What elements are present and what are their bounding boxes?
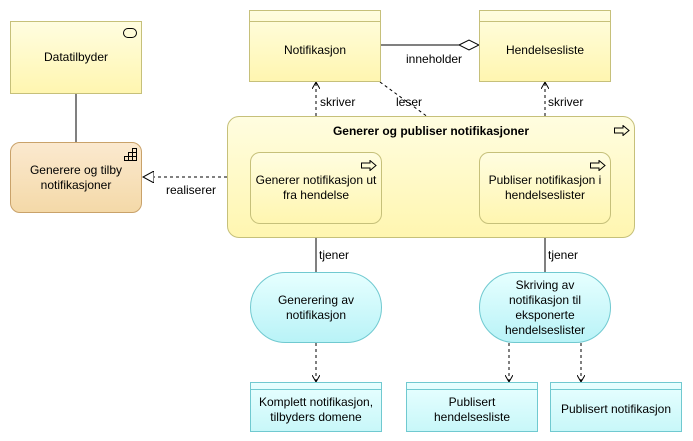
node-datatilbyder-label: Datatilbyder <box>43 50 109 64</box>
node-generere-tilby-label: Generere og tilby notifikasjoner <box>29 162 123 192</box>
label-leser: leser <box>396 95 423 109</box>
node-generere-tilby[interactable]: Generere og tilby notifikasjoner <box>10 142 142 213</box>
object-header-bar <box>407 383 537 390</box>
node-skriving-label: Skriving av notifikasjon til eksponerte … <box>504 277 586 337</box>
object-header-bar <box>250 11 380 22</box>
node-notifikasjon[interactable]: Notifikasjon <box>249 10 381 82</box>
node-publiser-notifikasjon[interactable]: Publiser notifikasjon i hendelseslister <box>479 152 611 224</box>
node-skriving[interactable]: Skriving av notifikasjon til eksponerte … <box>479 272 611 343</box>
node-publisert-notifikasjon-label: Publisert notifikasjon <box>560 402 672 416</box>
actor-icon <box>123 28 137 38</box>
node-publisert-notifikasjon[interactable]: Publisert notifikasjon <box>550 382 682 432</box>
node-generering-label: Generering av notifikasjon <box>277 292 355 322</box>
node-datatilbyder[interactable]: Datatilbyder <box>10 21 142 94</box>
object-header-bar <box>480 11 610 22</box>
label-skriver-right: skriver <box>548 95 584 109</box>
node-generer-notifikasjon-label: Generer notifikasjon ut fra hendelse <box>255 173 377 202</box>
node-publiser-notifikasjon-label: Publiser notifikasjon i hendelseslister <box>488 173 602 202</box>
process-arrow-icon <box>614 125 630 136</box>
object-header-bar <box>551 383 681 390</box>
process-arrow-icon <box>590 160 606 171</box>
label-tjener-left: tjener <box>319 248 350 262</box>
label-skriver-left: skriver <box>320 95 356 109</box>
node-generering[interactable]: Generering av notifikasjon <box>250 272 382 343</box>
node-komplett-label: Komplett notifikasjon, tilbyders domene <box>258 394 374 424</box>
process-arrow-icon <box>361 160 377 171</box>
node-notifikasjon-label: Notifikasjon <box>283 42 347 57</box>
label-realiserer: realiserer <box>166 183 217 197</box>
node-publisert-liste[interactable]: Publisert hendelsesliste <box>406 382 538 432</box>
business-service-icon <box>124 148 137 161</box>
node-generer-notifikasjon[interactable]: Generer notifikasjon ut fra hendelse <box>250 152 382 224</box>
node-publisert-liste-label: Publisert hendelsesliste <box>433 394 511 424</box>
group-title: Generer og publiser notifikasjoner <box>332 124 530 138</box>
label-tjener-right: tjener <box>548 248 579 262</box>
node-komplett[interactable]: Komplett notifikasjon, tilbyders domene <box>250 382 382 432</box>
node-hendelsesliste[interactable]: Hendelsesliste <box>479 10 611 82</box>
node-hendelsesliste-label: Hendelsesliste <box>505 42 585 57</box>
object-header-bar <box>251 383 381 390</box>
label-inneholder: inneholder <box>406 52 463 66</box>
